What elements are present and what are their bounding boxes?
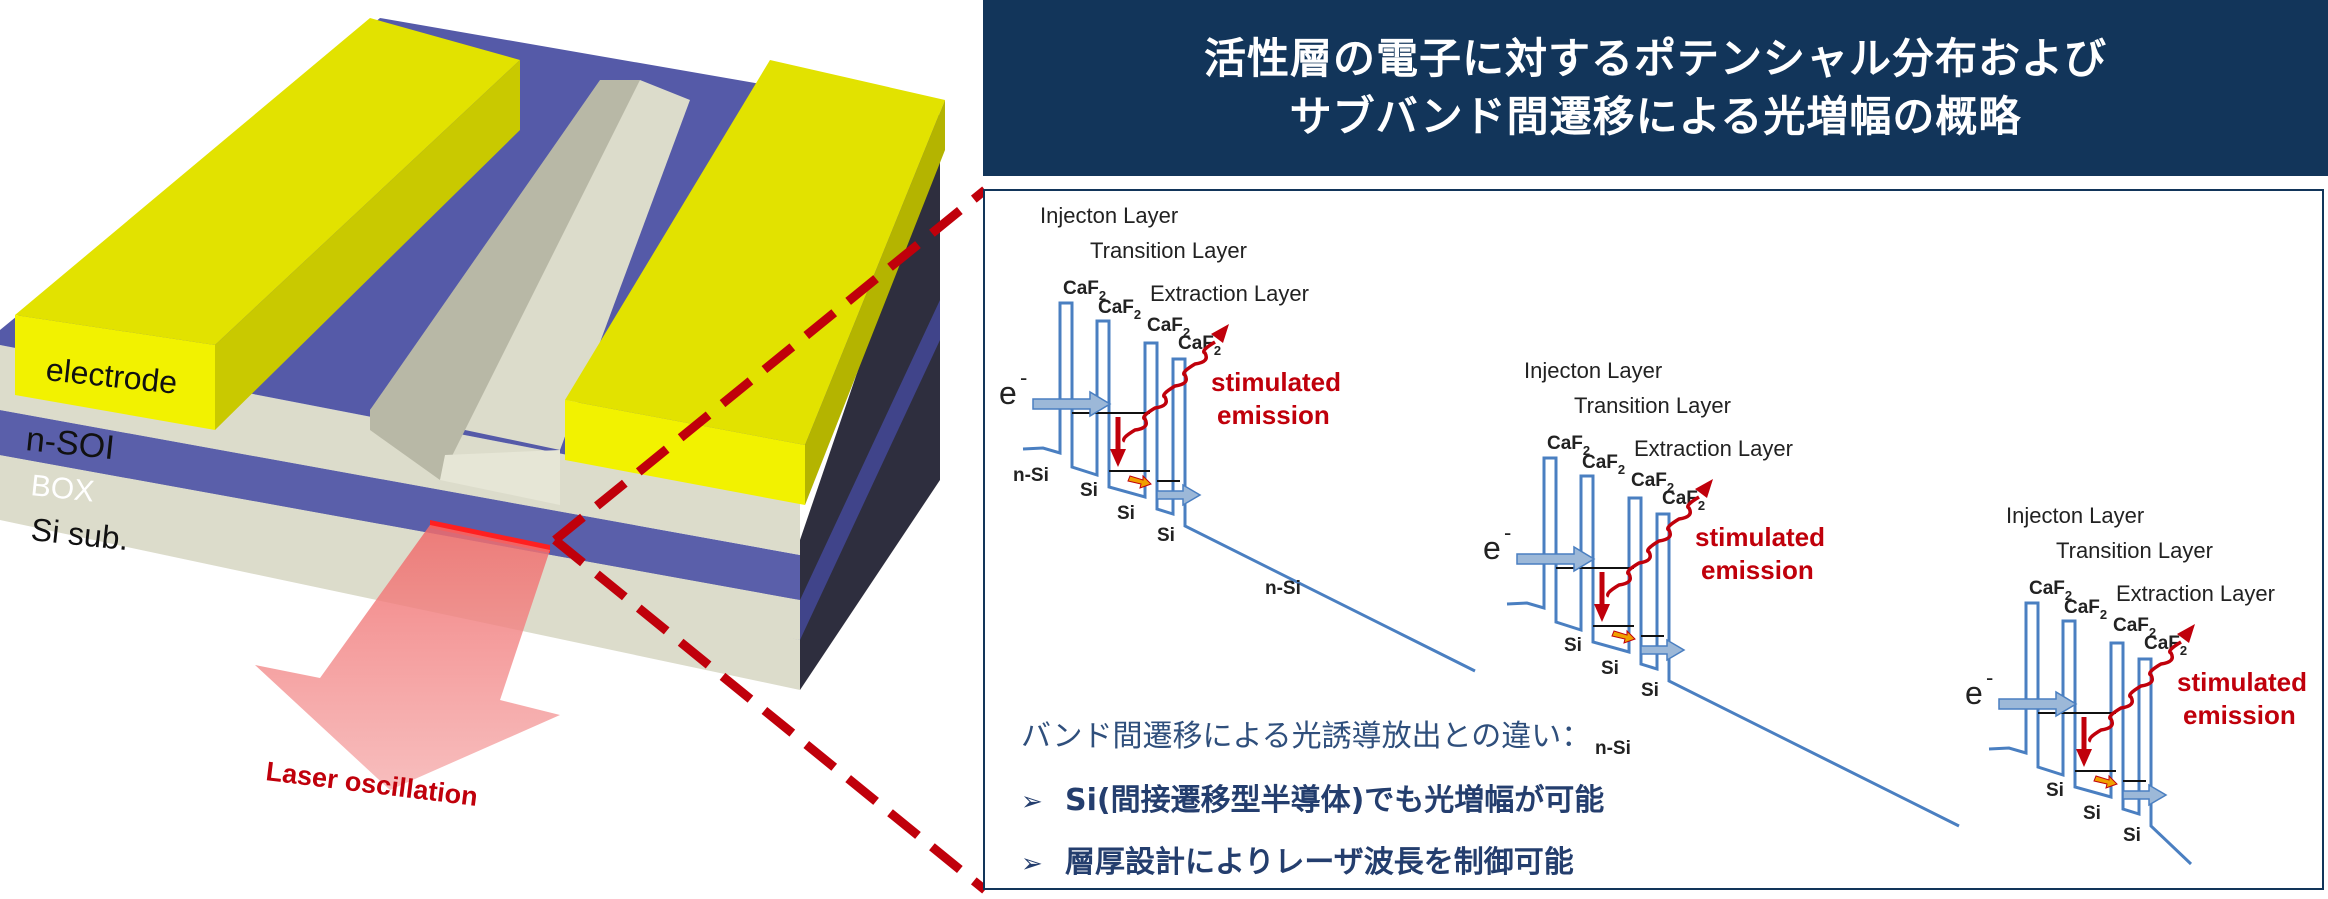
si-label: Si [1564, 635, 1582, 656]
electron-arrow-icon [1516, 545, 1596, 573]
device-illustration: electrode n-SOI BOX Si sub. Laser oscill… [0, 18, 988, 894]
n-si-gap-label: n-Si [1265, 578, 1301, 599]
electron-label: e [1483, 530, 1501, 566]
extraction-arrow-icon [1640, 638, 1686, 662]
si-label: Si [1080, 480, 1098, 501]
zoom-line-upper [552, 186, 988, 544]
note-bullet-2: ➢ 層厚設計によりレーザ波長を制御可能 [1021, 837, 1721, 881]
extraction-arrow-icon [2122, 783, 2168, 807]
si-label: Si [1601, 658, 1619, 679]
caf2-label: CaF2 [1582, 452, 1625, 477]
note-bullet-1: ➢ Si(間接遷移型半導体)でも光増幅が可能 [1021, 775, 1721, 819]
caf2-label: CaF2 [1147, 315, 1190, 340]
emission-label: emission [1217, 400, 1330, 430]
left-electrode-front [15, 315, 215, 430]
nsoi-label: n-SOI [24, 420, 116, 467]
extraction-arrow-icon [1156, 483, 1202, 507]
si-label: Si [1157, 525, 1175, 546]
photon-arrowhead-icon [1695, 479, 1713, 498]
stimulated-label: stimulated [2177, 667, 2307, 697]
transition-layer-label: Transition Layer [1090, 238, 1247, 263]
si-label: Si [1641, 680, 1659, 701]
right-electrode-top [565, 60, 945, 445]
caf2-label: CaF2 [2064, 597, 2107, 622]
rib-waveguide-front [440, 450, 560, 505]
band-profile [1022, 301, 1476, 673]
electron-charge-label: - [1986, 665, 1993, 690]
notes-heading: バンド間遷移による光誘導放出との違い： [1021, 719, 1592, 754]
transition-arrowhead-icon [2076, 749, 2092, 767]
rib-waveguide-left [370, 80, 640, 480]
note-text-2: 層厚設計によりレーザ波長を制御可能 [1065, 845, 1574, 880]
right-electrode-side [805, 100, 945, 505]
transition-arrowhead-icon [1110, 449, 1126, 467]
zoom-line-lower [552, 536, 988, 894]
injection-layer-label: Injecton Layer [1524, 358, 1662, 383]
stimulated-label: stimulated [1695, 522, 1825, 552]
electron-charge-label: - [1020, 365, 1027, 390]
si-label: Si [2123, 825, 2141, 846]
notes: バンド間遷移による光誘導放出との違い： ➢ Si(間接遷移型半導体)でも光増幅が可… [1021, 711, 1721, 899]
si-label: Si [2046, 780, 2064, 801]
laser-arrow [255, 525, 560, 790]
extraction-layer-label: Extraction Layer [2116, 581, 2275, 606]
transition-layer-label: Transition Layer [1574, 393, 1731, 418]
injection-layer-label: Injecton Layer [1040, 203, 1178, 228]
relaxation-arrow-icon [1611, 629, 1636, 644]
electron-label: e [999, 375, 1017, 411]
transition-layer-label: Transition Layer [2056, 538, 2213, 563]
electron-arrow-icon [1998, 690, 2078, 718]
photon-wave-icon [1606, 495, 1700, 598]
electron-label: e [1965, 675, 1983, 711]
bullet-arrow-icon: ➢ [1021, 787, 1043, 817]
n-si-gap-label: n-Si [1595, 738, 1631, 759]
photon-wave-icon [2088, 640, 2182, 743]
title-line-2: サブバンド間遷移による光増幅の概略 [1289, 92, 2022, 141]
stack-side-band [800, 300, 940, 640]
relaxation-arrow-icon [1127, 474, 1152, 489]
n-si-label: n-Si [1013, 465, 1049, 486]
si-sub-layer [0, 455, 800, 640]
emission-label: emission [2183, 700, 2296, 730]
photon-wave-icon [1122, 340, 1216, 443]
title-line-1: 活性層の電子に対するポテンシャル分布および [1203, 34, 2107, 83]
emission-label: emission [1701, 555, 1814, 585]
left-electrode-top [15, 18, 520, 345]
bullet-arrow-icon: ➢ [1021, 849, 1043, 879]
extraction-layer-label: Extraction Layer [1150, 281, 1309, 306]
relaxation-arrow-icon [2093, 774, 2118, 789]
electron-charge-label: - [1504, 520, 1511, 545]
band-profile [1988, 601, 2193, 866]
photon-arrowhead-icon [1211, 324, 1229, 343]
electron-arrow-icon [1032, 390, 1112, 418]
right-electrode-front [565, 400, 805, 505]
note-text-1: Si(間接遷移型半導体)でも光増幅が可能 [1065, 783, 1605, 818]
stimulated-label: stimulated [1211, 367, 1341, 397]
injection-layer-label: Injecton Layer [2006, 503, 2144, 528]
box-layer [0, 410, 800, 600]
si-label: Si [2083, 803, 2101, 824]
caf2-label: CaF2 [1662, 488, 1705, 513]
extraction-layer-label: Extraction Layer [1634, 436, 1793, 461]
band-profile [1506, 456, 1960, 828]
transition-arrowhead-icon [1594, 604, 1610, 622]
photon-arrowhead-icon [2177, 624, 2195, 643]
box-label: BOX [29, 469, 95, 508]
caf2-label: CaF2 [1098, 297, 1141, 322]
caf2-label: CaF2 [2029, 578, 2072, 603]
left-electrode-side [215, 60, 520, 430]
title-banner: 活性層の電子に対するポテンシャル分布および サブバンド間遷移による光増幅の概略 [983, 0, 2328, 176]
si-label: Si [1117, 503, 1135, 524]
